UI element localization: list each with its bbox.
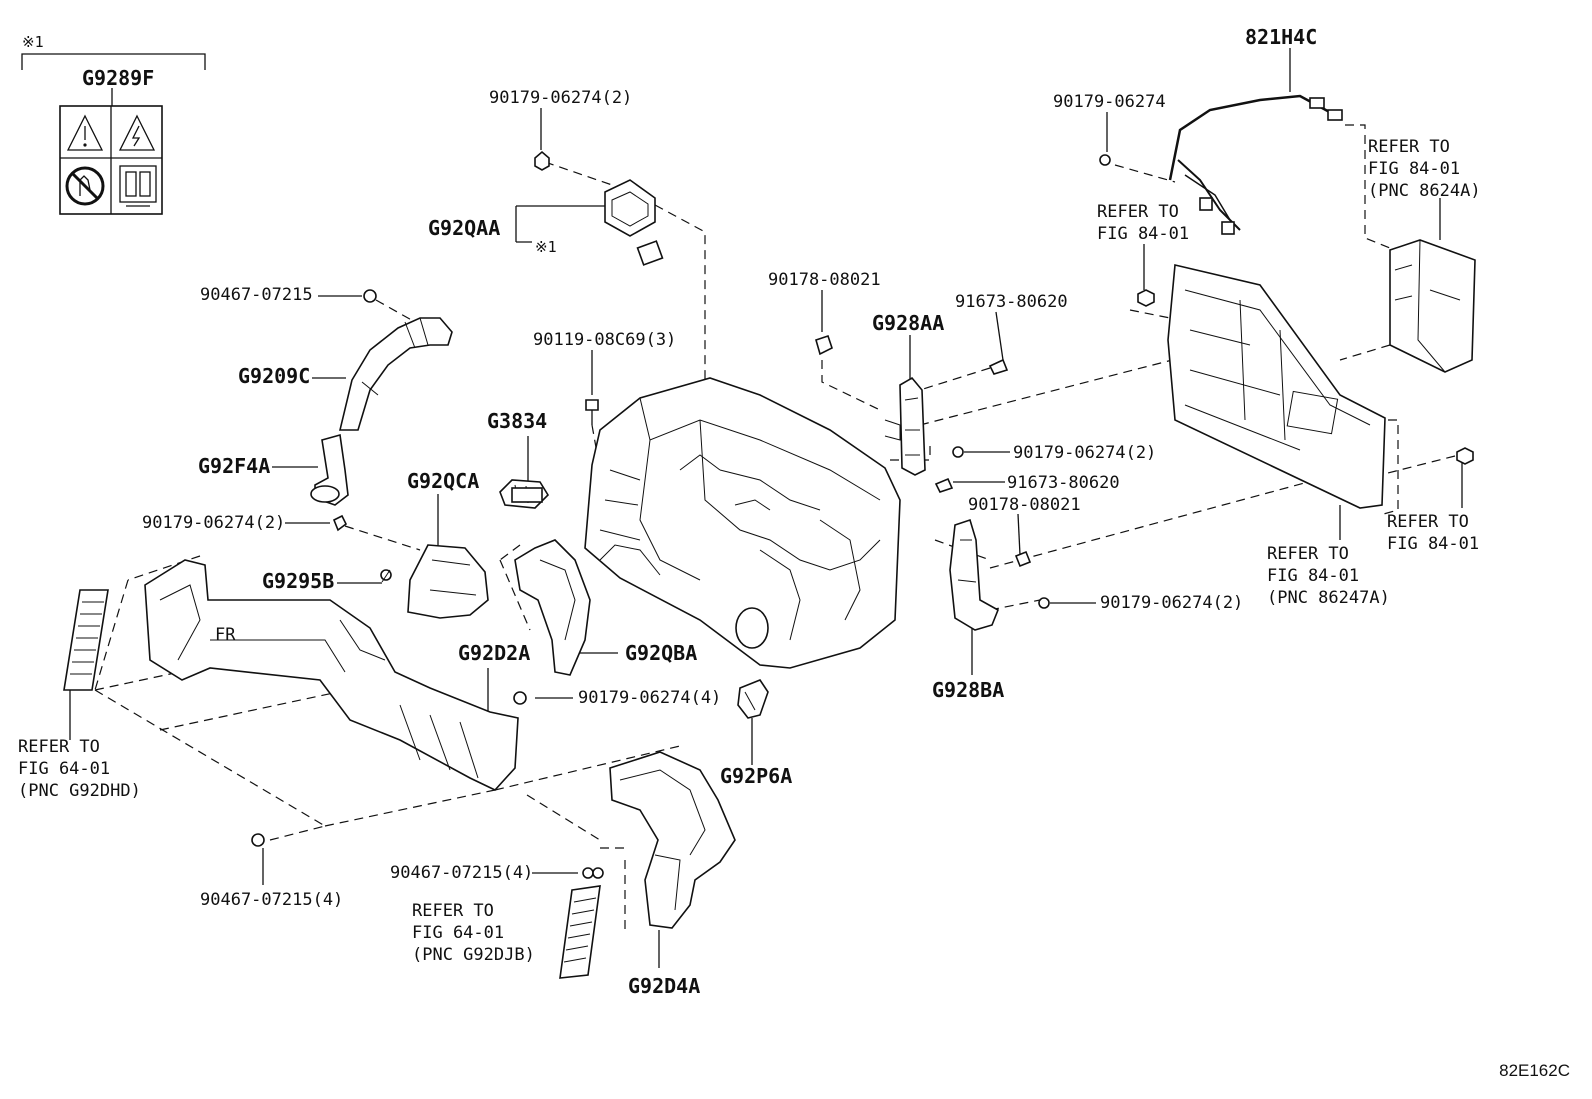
label-G9209C: G9209C	[238, 364, 310, 388]
label-90178-08021-mid: 90178-08021	[968, 495, 1081, 515]
battery-icon	[119, 165, 157, 207]
upper-bracket-part	[884, 376, 926, 476]
label-part-number: G9289F	[82, 66, 154, 90]
cap-part	[534, 150, 664, 266]
refer-note-4: REFER TO FIG 84-01 (PNC 86247A)	[1267, 544, 1390, 608]
lower-duct-part	[609, 751, 736, 929]
note-mark: ※1	[22, 33, 44, 51]
label-G92D4A: G92D4A	[628, 974, 700, 998]
refer-note-6: REFER TO FIG 64-01 (PNC G92DJB)	[412, 901, 535, 965]
svg-text:(PNC G92DJB): (PNC G92DJB)	[412, 945, 535, 965]
floor-plate-part	[1167, 264, 1386, 509]
warning-triangle-icon	[66, 114, 104, 151]
label-90179-06274-2-top: 90179-06274(2)	[489, 88, 632, 108]
cover-part	[407, 544, 489, 619]
label-90467-07215-top: 90467-07215	[200, 285, 313, 305]
left-grille-part	[63, 589, 109, 691]
svg-text:(PNC 8624A): (PNC 8624A)	[1368, 181, 1481, 201]
hose-part	[338, 317, 453, 431]
svg-text:(PNC 86247A): (PNC 86247A)	[1267, 588, 1390, 608]
ecu-module-part	[1389, 239, 1476, 373]
svg-text:REFER TO: REFER TO	[18, 737, 100, 757]
label-G92QBA: G92QBA	[625, 641, 697, 665]
svg-text:FIG 84-01: FIG 84-01	[1368, 159, 1460, 179]
label-90179-06274-2-left: 90179-06274(2)	[142, 513, 285, 533]
label-90179-06274-2-lower: 90179-06274(2)	[1100, 593, 1243, 613]
svg-text:(PNC G92DHD): (PNC G92DHD)	[18, 781, 141, 801]
label-G92QCA: G92QCA	[407, 469, 479, 493]
lower-bracket-part	[949, 518, 1000, 631]
svg-text:REFER TO: REFER TO	[412, 901, 494, 921]
label-G92D2A: G92D2A	[458, 641, 530, 665]
refer-note-1: REFER TO FIG 84-01 (PNC 8624A)	[1368, 137, 1481, 201]
sensor-part	[499, 479, 550, 509]
svg-text:REFER TO: REFER TO	[1368, 137, 1450, 157]
no-touch-icon	[65, 166, 105, 206]
battery-housing	[584, 377, 901, 669]
small-duct-part	[737, 679, 769, 719]
label-91673-80620-top: 91673-80620	[955, 292, 1068, 312]
svg-text:FIG 64-01: FIG 64-01	[18, 759, 110, 779]
warning-label-group: ※1 G9289F	[21, 33, 206, 215]
label-90178-08021-top: 90178-08021	[768, 270, 881, 290]
label-90179-06274-2-mid: 90179-06274(2)	[1013, 443, 1156, 463]
elbow-part	[310, 433, 349, 506]
duct-marking: FR	[215, 625, 236, 645]
label-G928BA: G928BA	[932, 678, 1004, 702]
refer-note-3: REFER TO FIG 84-01	[1387, 512, 1479, 554]
svg-text:REFER TO: REFER TO	[1387, 512, 1469, 532]
svg-text:REFER TO: REFER TO	[1097, 202, 1179, 222]
svg-text:FIG 84-01: FIG 84-01	[1387, 534, 1479, 554]
bracket-part	[514, 539, 591, 676]
svg-text:FIG 84-01: FIG 84-01	[1267, 566, 1359, 586]
wire-harness-part	[1099, 94, 1343, 235]
parts	[63, 94, 1476, 979]
label-90179-06274-4: 90179-06274(4)	[578, 688, 721, 708]
label-G92QAA: G92QAA	[428, 216, 500, 240]
label-G928AA: G928AA	[872, 311, 944, 335]
figure-code: 82E162C	[1499, 1061, 1570, 1080]
label-821H4C: 821H4C	[1245, 25, 1317, 49]
main-duct-part	[144, 559, 519, 791]
label-G92P6A: G92P6A	[720, 764, 792, 788]
part-labels: 821H4C 90179-06274(2) 90179-06274 G92QAA…	[142, 25, 1317, 998]
label-90467-07215-4-bottom: 90467-07215(4)	[200, 890, 343, 910]
refer-note-2: REFER TO FIG 84-01	[1097, 202, 1189, 244]
label-G3834: G3834	[487, 409, 547, 433]
svg-text:FIG 84-01: FIG 84-01	[1097, 224, 1189, 244]
label-G92F4A: G92F4A	[198, 454, 270, 478]
high-voltage-icon	[118, 114, 156, 151]
label-G9295B: G9295B	[262, 569, 334, 593]
lower-grille-part	[559, 885, 601, 979]
label-90119-08C69: 90119-08C69(3)	[533, 330, 676, 350]
leader-lines	[69, 48, 1463, 968]
svg-text:REFER TO: REFER TO	[1267, 544, 1349, 564]
svg-text:FIG 64-01: FIG 64-01	[412, 923, 504, 943]
label-91673-80620-mid: 91673-80620	[1007, 473, 1120, 493]
refer-note-5: REFER TO FIG 64-01 (PNC G92DHD)	[18, 737, 141, 801]
label-note-mark: ※1	[535, 238, 557, 256]
label-90179-06274-right: 90179-06274	[1053, 92, 1166, 112]
refer-notes: REFER TO FIG 84-01 (PNC 8624A) REFER TO …	[18, 137, 1481, 965]
label-90467-07215-4-mid: 90467-07215(4)	[390, 863, 533, 883]
